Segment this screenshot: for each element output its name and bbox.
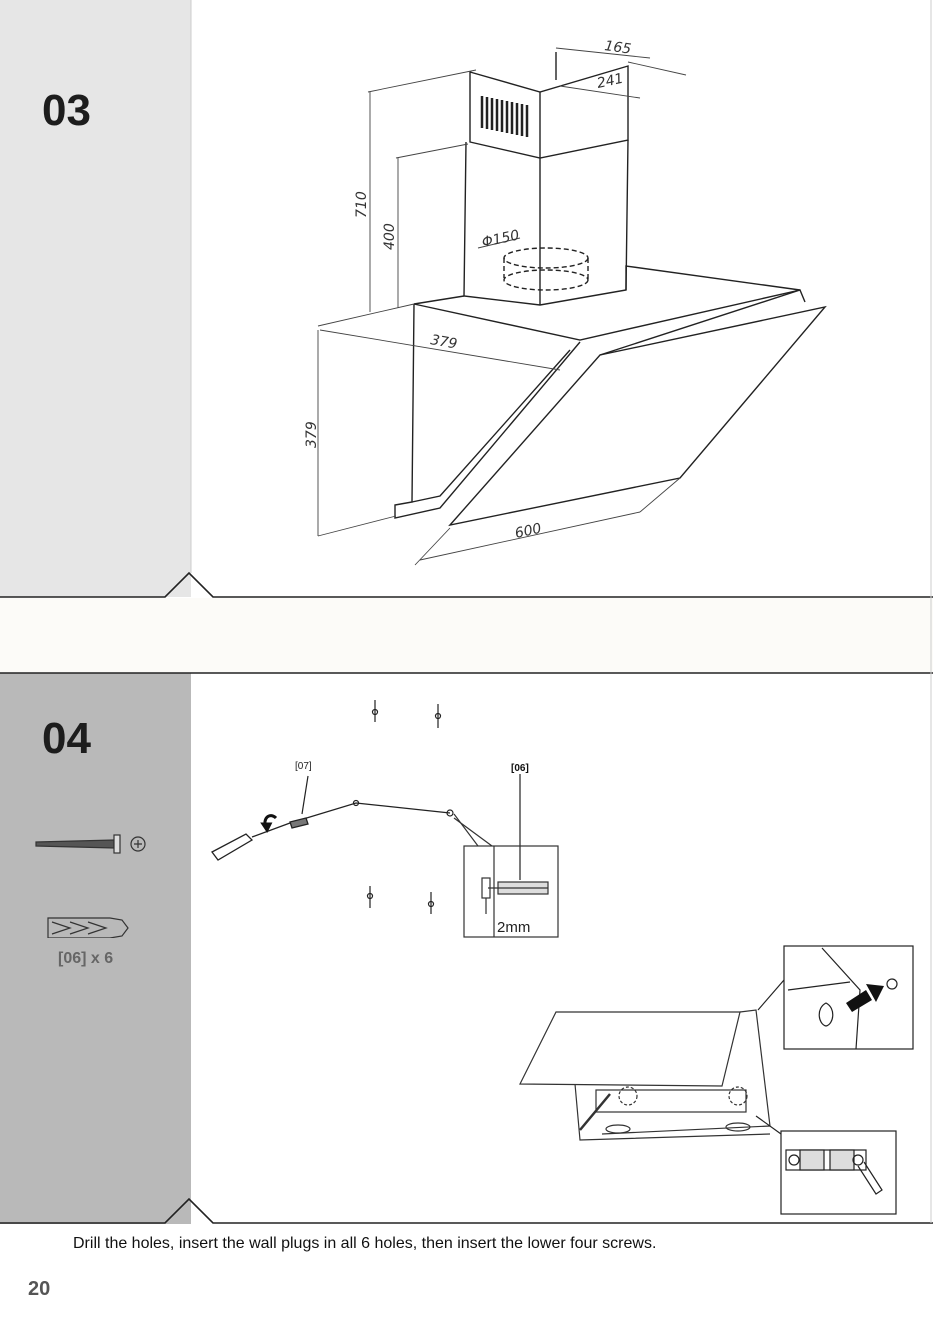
svg-text:400: 400 [382,223,398,250]
svg-text:165: 165 [603,38,632,58]
plug-count-label: [06] x 6 [58,950,113,968]
svg-text:379: 379 [304,421,320,448]
parts-icons [30,828,160,938]
cooker-hood-icon [395,52,825,525]
rotate-arrow-icon [263,816,276,830]
svg-text:379: 379 [429,332,458,352]
installation-drawing: [07] [06] 2mm [191,673,933,1223]
hood-dimension-drawing: 165 241 710 400 Φ150 379 379 600 [191,0,933,597]
instruction-text: Drill the holes, insert the wall plugs i… [73,1235,656,1253]
screwdriver-icon [212,818,308,860]
cooker-hood-icon [520,1010,770,1140]
step-number: 03 [42,86,91,136]
svg-text:600: 600 [514,521,544,542]
svg-text:2mm: 2mm [497,919,530,936]
svg-text:Φ150: Φ150 [481,227,521,251]
page-number: 20 [28,1278,50,1301]
svg-text:[06]: [06] [511,763,529,774]
svg-text:[07]: [07] [295,761,312,772]
svg-text:710: 710 [354,191,370,218]
screw-icon [36,835,145,853]
wall-plug-icon [48,918,128,938]
step-number: 04 [42,714,91,764]
